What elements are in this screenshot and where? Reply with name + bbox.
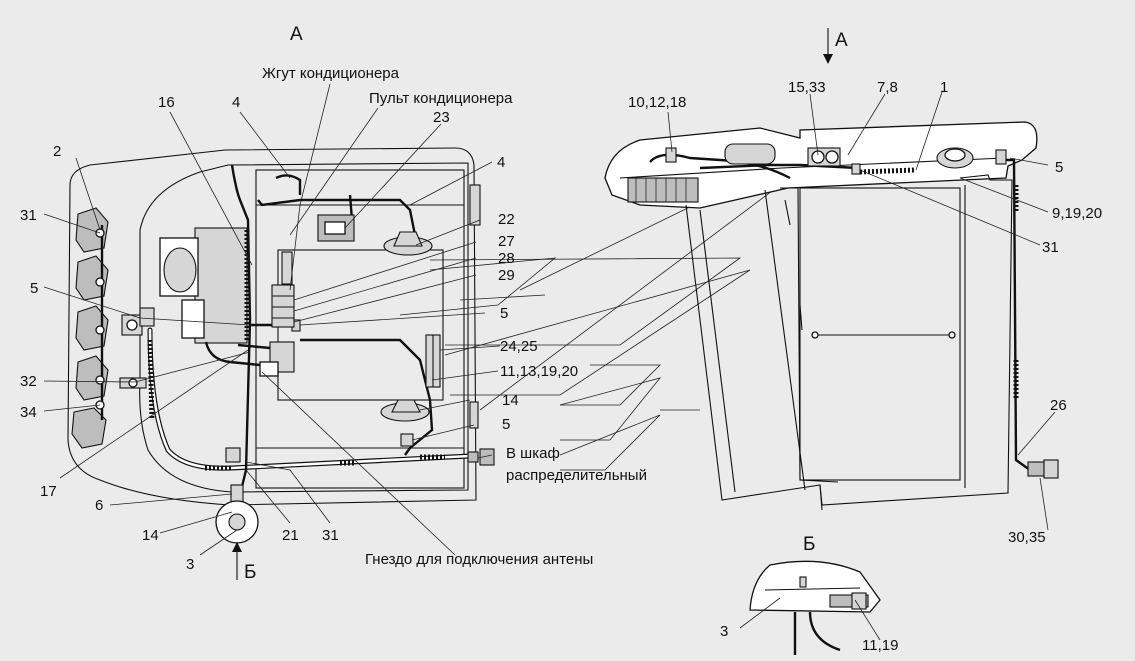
callout-16: 16	[158, 94, 175, 111]
callout-23: 23	[433, 109, 450, 126]
callout-26: 26	[1050, 397, 1067, 414]
callout-3-detail: 3	[720, 623, 728, 640]
view-b-detail-label: Б	[803, 534, 815, 555]
callout-31-right: 31	[1042, 239, 1059, 256]
callout-5-left: 5	[30, 280, 38, 297]
callout-31-left: 31	[20, 207, 37, 224]
callout-5-lower: 5	[502, 416, 510, 433]
lamp-row	[71, 207, 109, 449]
left-view-cab-plan	[43, 83, 501, 580]
antenna-socket-caption: Гнездо для подключения антены	[365, 551, 593, 568]
callout-24-25: 24,25	[500, 338, 538, 355]
callout-10-12-18: 10,12,18	[628, 94, 686, 111]
callout-5-center: 5	[500, 305, 508, 322]
view-a-left-label: А	[290, 24, 303, 45]
callout-22: 22	[498, 211, 515, 228]
view-b-arrow-label: Б	[244, 562, 256, 583]
callout-4-top: 4	[232, 94, 240, 111]
callout-11-19: 11,19	[862, 637, 898, 654]
callout-28: 28	[498, 250, 515, 267]
callout-2: 2	[53, 143, 61, 160]
callout-5-right: 5	[1055, 159, 1063, 176]
callout-6: 6	[95, 497, 103, 514]
callout-7-8: 7,8	[877, 79, 898, 96]
callout-1: 1	[940, 79, 948, 96]
callout-15-33: 15,33	[788, 79, 826, 96]
callout-30-35: 30,35	[1008, 529, 1046, 546]
callout-11-13-19-20: 11,13,19,20	[500, 363, 578, 380]
to-cabinet-caption-line2: распределительный	[506, 467, 647, 484]
to-cabinet-caption-line1: В шкаф	[506, 445, 560, 462]
view-a-right-label: А	[835, 30, 848, 51]
ac-harness-caption: Жгут кондиционера	[262, 65, 400, 82]
callout-3-bottom: 3	[186, 556, 194, 573]
detail-b-view	[739, 560, 881, 655]
callout-4-right: 4	[497, 154, 505, 171]
callout-29: 29	[498, 267, 515, 284]
callout-27: 27	[498, 233, 515, 250]
callout-31-bottom: 31	[322, 527, 339, 544]
callout-17: 17	[40, 483, 57, 500]
callout-14-right: 14	[502, 392, 519, 409]
ac-panel-caption: Пульт кондиционера	[369, 90, 513, 107]
connector-ribbon	[399, 179, 781, 471]
right-view-cab-side	[604, 28, 1059, 531]
callout-9-19-20: 9,19,20	[1052, 205, 1102, 222]
callout-21: 21	[282, 527, 299, 544]
callout-14-bottom: 14	[142, 527, 159, 544]
callout-32: 32	[20, 373, 37, 390]
callout-34: 34	[20, 404, 37, 421]
